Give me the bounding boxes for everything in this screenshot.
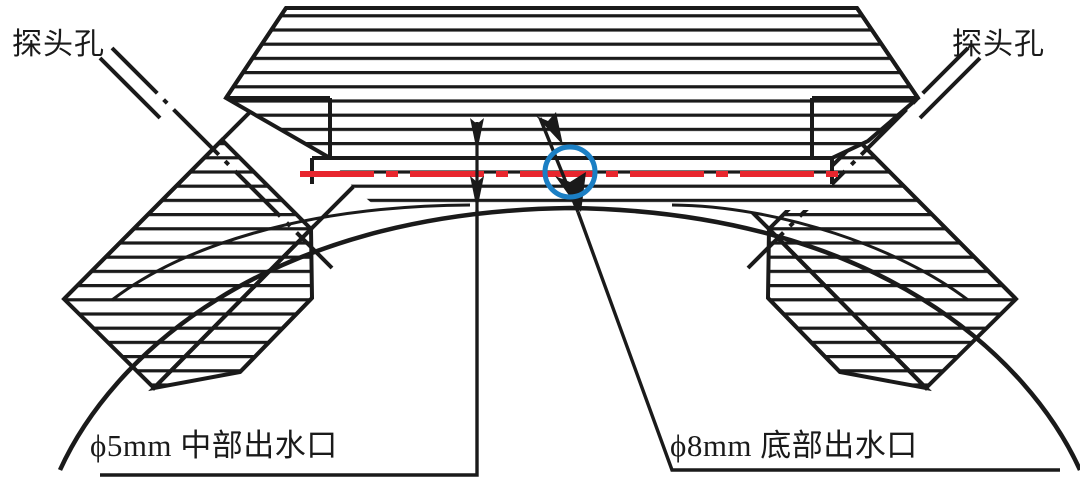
bottom-outlet-label: ϕ8mm 底部出水口 [670, 428, 918, 463]
left-arm-edge-a [62, 138, 224, 301]
bottom-outlet-arrowhead-top [536, 112, 563, 145]
left-arm-edge-c [152, 227, 313, 390]
left-arm-edge-d [238, 296, 314, 374]
right-probe-hole-centerline [746, 46, 970, 270]
dimension-arrowhead-bottom [470, 176, 484, 210]
detail-circle [542, 144, 598, 200]
bottom-outlet-leader [576, 211, 1060, 472]
probe-hole-label-left: 探头孔 [12, 28, 105, 61]
right-arm-edge-d [766, 296, 842, 374]
middle-outlet-dimension-arrow [470, 118, 484, 210]
probe-hole-label-right: 探头孔 [952, 28, 1045, 61]
bottom-inner-arc [57, 205, 1080, 471]
bottom-arc-secondary-left [111, 203, 471, 302]
middle-outlet-label: ϕ5mm 中部出水口 [90, 428, 338, 463]
right-arm-edge-c [767, 227, 928, 390]
block-left-bevel [224, 6, 288, 100]
bottom-arc-secondary-right [671, 203, 969, 302]
left-probe-hole-centerline [110, 46, 334, 270]
left-probe-callout-leader [98, 56, 162, 120]
dimension-arrowhead-top [470, 118, 484, 152]
middle-outlet-leader [100, 210, 479, 477]
right-probe-callout-leader [918, 56, 982, 120]
bottom-outlet-arrowhead-bottom [555, 172, 586, 212]
block-right-bevel [855, 6, 920, 100]
right-arm-edge-a [856, 138, 1018, 301]
